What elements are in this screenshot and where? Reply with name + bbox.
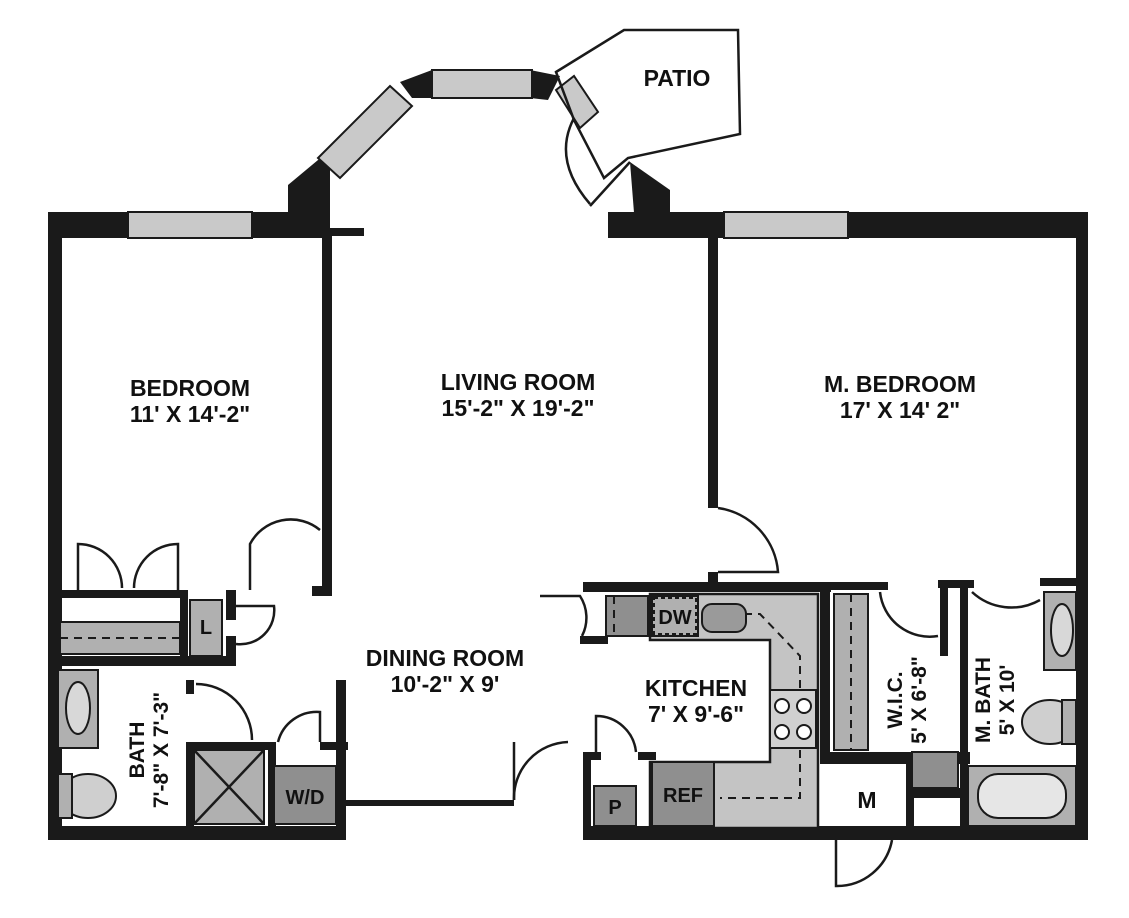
dishwasher-label: DW [658, 607, 691, 629]
linen-closet [189, 599, 223, 657]
fixture-labels: L W/D DW REF P M [200, 607, 877, 819]
kitchen-size: 7' X 9'-6" [648, 701, 744, 727]
wic-size: 5' X 6'-8" [908, 656, 931, 744]
kitchen-sink [701, 603, 747, 633]
windows [127, 69, 849, 239]
wic-name: W.I.C. [884, 671, 907, 728]
master-bath-size: 5' X 10' [996, 665, 1019, 736]
master-bedroom-size: 17' X 14' 2" [840, 397, 960, 423]
master-bath-name: M. BATH [972, 657, 995, 743]
dishwasher [651, 595, 699, 637]
refrigerator-label: REF [663, 785, 703, 807]
dining-room-size: 10'-2" X 9' [391, 671, 500, 697]
bedroom-name: BEDROOM [130, 375, 250, 401]
window-master-bedroom [723, 211, 849, 239]
bath-sink [65, 681, 91, 735]
window-bay-left [316, 84, 414, 180]
window-bedroom [127, 211, 253, 239]
window-bay-right [554, 74, 600, 130]
living-room-size: 15'-2" X 19'-2" [442, 395, 595, 421]
window-bay-top [431, 69, 533, 99]
mechanical-label: M [857, 787, 876, 813]
range [769, 689, 817, 749]
washer-dryer-label: W/D [286, 787, 325, 809]
dining-room-name: DINING ROOM [366, 645, 524, 671]
doors [76, 506, 1041, 888]
washer-dryer [273, 765, 337, 825]
patio [554, 28, 742, 207]
bath-name: BATH [126, 722, 149, 779]
fixtures [57, 591, 1079, 830]
bedroom-size: 11' X 14'-2" [130, 401, 250, 427]
exterior-walls [48, 70, 1088, 840]
bath-size: 7'-8" X 7'-3" [150, 692, 173, 808]
patio-label: PATIO [644, 65, 711, 91]
kitchen-cabinet [605, 595, 649, 637]
linen-label: L [200, 617, 212, 639]
master-bedroom-name: M. BEDROOM [824, 371, 976, 397]
living-room-name: LIVING ROOM [441, 369, 596, 395]
pantry-label: P [608, 797, 621, 819]
refrigerator [651, 761, 715, 827]
room-labels: PATIO BEDROOM 11' X 14'-2" LIVING ROOM 1… [126, 65, 1019, 808]
pantry [593, 785, 637, 827]
kitchen-name: KITCHEN [645, 675, 747, 701]
